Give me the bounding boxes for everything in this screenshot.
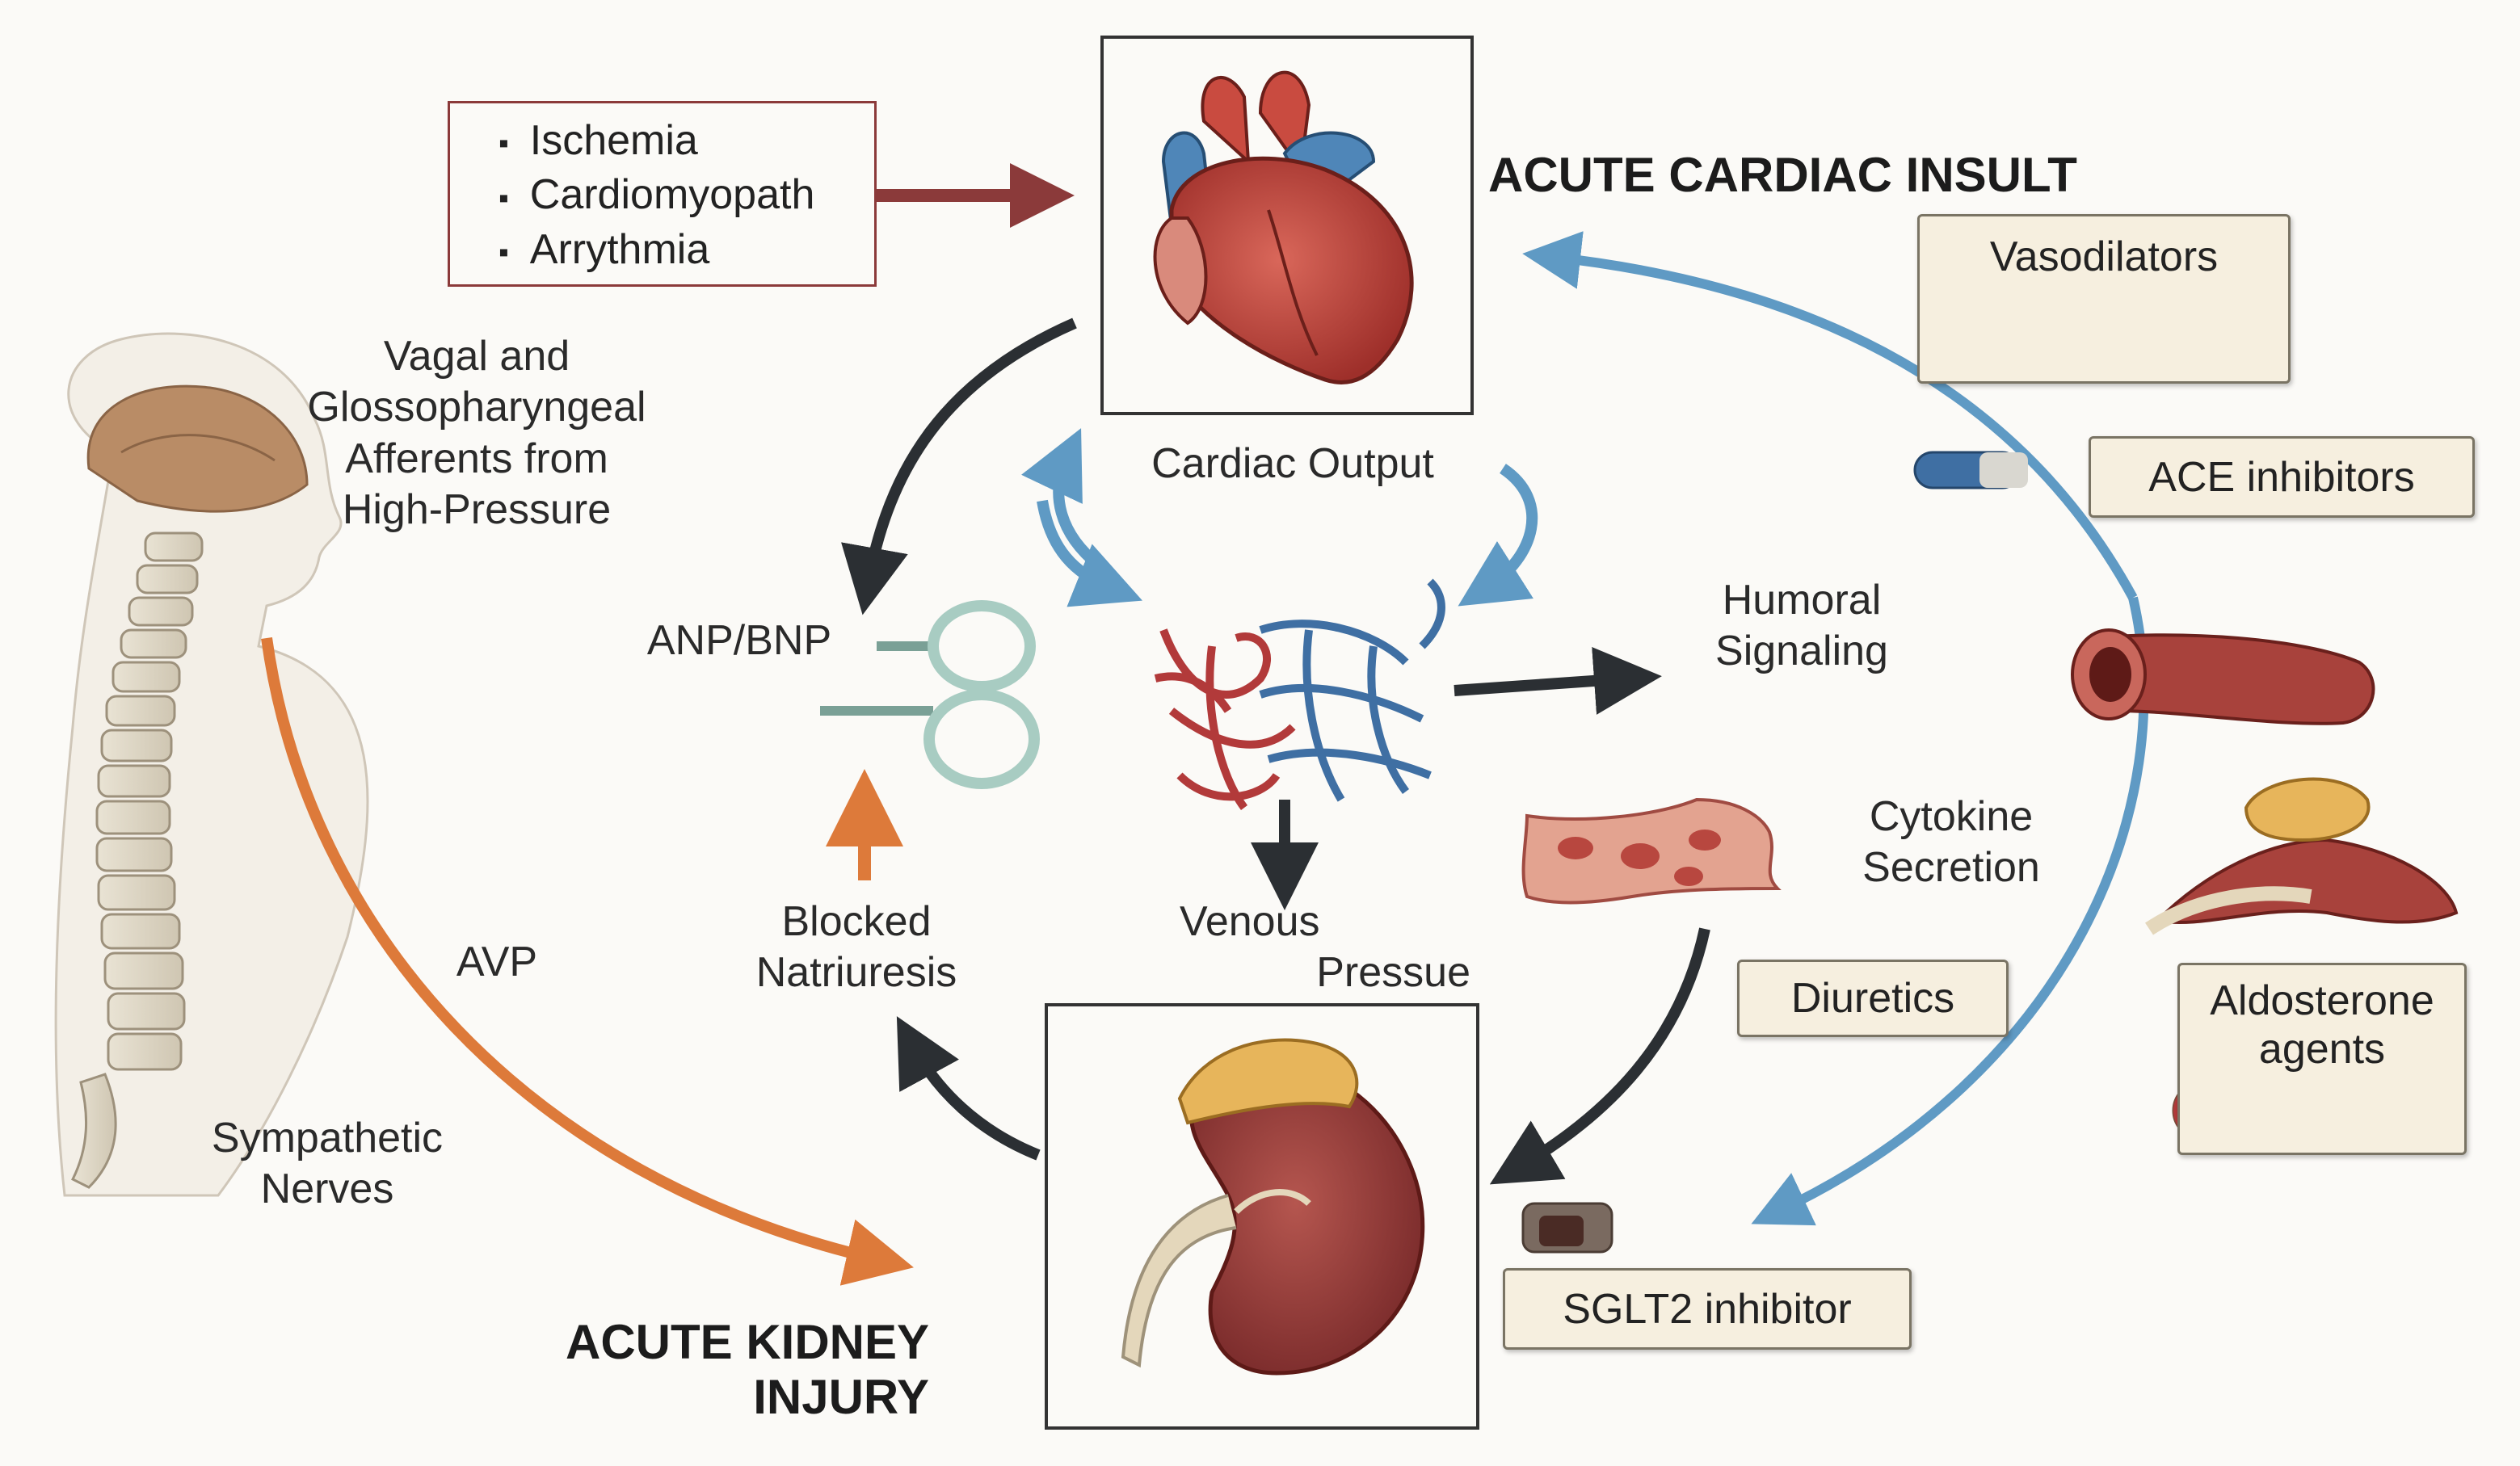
cytokine-secretion-line2: Secretion (1862, 844, 2040, 892)
kidney-frame (1045, 1003, 1479, 1430)
vagal-afferents-line3: High-Pressure (342, 486, 612, 534)
diuretics-box: Diuretics (1737, 960, 2009, 1037)
cardiac-output-right-arrow (1458, 464, 1538, 607)
vasodilators-label: Vasodilators (1989, 233, 2219, 280)
blocked-natriuresis-line2: Natriuresis (755, 949, 957, 997)
aldosterone-agents-box: Aldosterone agents (2177, 963, 2467, 1155)
cause-ischemia: Ischemia (499, 115, 814, 169)
venous-pressure-line1: Venous (1180, 898, 1320, 945)
diuretics-label: Diuretics (1790, 975, 1955, 1022)
vagal-afferents-line1: Vagal and Glossopharyngeal (307, 333, 646, 431)
capillary-network-illustration (1154, 578, 1445, 810)
cytokine-secretion-line1: Cytokine (1869, 793, 2034, 840)
ace-inhibitors-label: ACE inhibitors (2148, 453, 2415, 501)
adrenal-gland-illustration (2145, 777, 2459, 935)
acute-kidney-injury-line1: ACUTE KIDNEY (566, 1315, 930, 1369)
aldosterone-agents-line2: agents (2258, 1026, 2386, 1073)
sglt2-inhibitor-label: SGLT2 inhibitor (1563, 1285, 1852, 1333)
sympathetic-nerves-line2: Nerves (260, 1166, 394, 1213)
human-head-spine-illustration (54, 332, 369, 1197)
vagal-afferents-label: Vagal and Glossopharyngeal Afferents fro… (307, 331, 646, 536)
venous-pressure-label: Venous Pressue (1163, 897, 1470, 999)
blood-vessel-illustration (2071, 628, 2375, 725)
avp-arrow (261, 637, 914, 1286)
sglt2-inhibitor-box: SGLT2 inhibitor (1503, 1268, 1912, 1350)
cardiac-output-label: Cardiac Output (1151, 440, 1434, 487)
ace-inhibitor-capsule-illustration (1913, 451, 2028, 489)
cytokine-tissue-illustration (1521, 797, 1782, 905)
kidney-to-natriuresis-arrow (896, 1016, 1041, 1161)
cytokine-to-kidney-arrow (1489, 927, 1710, 1185)
causes-list: Ischemia Cardiomyopath Arrythmia (499, 115, 815, 278)
aldosterone-agents-line1: Aldosterone (2210, 977, 2434, 1024)
anp-bnp-label: ANP/BNP (646, 617, 832, 664)
causes-box: Ischemia Cardiomyopath Arrythmia (448, 101, 877, 287)
humoral-signaling-label: Humoral Signaling (1672, 575, 1931, 678)
venous-pressure-line2: Pressue (1316, 949, 1470, 997)
humoral-signaling-line2: Signaling (1715, 628, 1888, 675)
cause-arrhythmia: Arrythmia (499, 224, 814, 278)
acute-kidney-injury-title: ACUTE KIDNEY INJURY (566, 1315, 929, 1425)
vasodilators-box: Vasodilators (1917, 214, 2291, 384)
acute-cardiac-insult-title: ACUTE CARDIAC INSULT (1488, 148, 2077, 202)
vagal-afferents-line2: Afferents from (345, 435, 608, 482)
sympathetic-nerves-line1: Sympathetic (211, 1115, 444, 1161)
acute-kidney-injury-line2: INJURY (753, 1370, 930, 1424)
blocked-natriuresis-label: Blocked Natriuresis (711, 897, 1002, 999)
cause-cardiomyopathy: Cardiomyopath (499, 169, 815, 223)
ace-inhibitors-box: ACE inhibitors (2089, 436, 2475, 518)
heart-illustration (1153, 70, 1414, 384)
heart-to-anp-arrow (841, 317, 1077, 615)
humoral-signaling-line1: Humoral (1722, 577, 1882, 624)
anp-bnp-peptide-illustration (820, 600, 1040, 789)
blocked-natriuresis-line1: Blocked (781, 898, 932, 945)
sympathetic-nerves-label: Sympathetic Nerves (170, 1113, 485, 1216)
heart-frame (1100, 36, 1474, 415)
humoral-arrow (1454, 647, 1662, 715)
cardiac-output-down-arrow (1037, 499, 1142, 607)
sglt2-pill-illustration (1521, 1202, 1613, 1254)
kidney-illustration (1121, 1038, 1425, 1376)
avp-label: AVP (456, 939, 538, 985)
cytokine-secretion-label: Cytokine Secretion (1818, 792, 2085, 894)
